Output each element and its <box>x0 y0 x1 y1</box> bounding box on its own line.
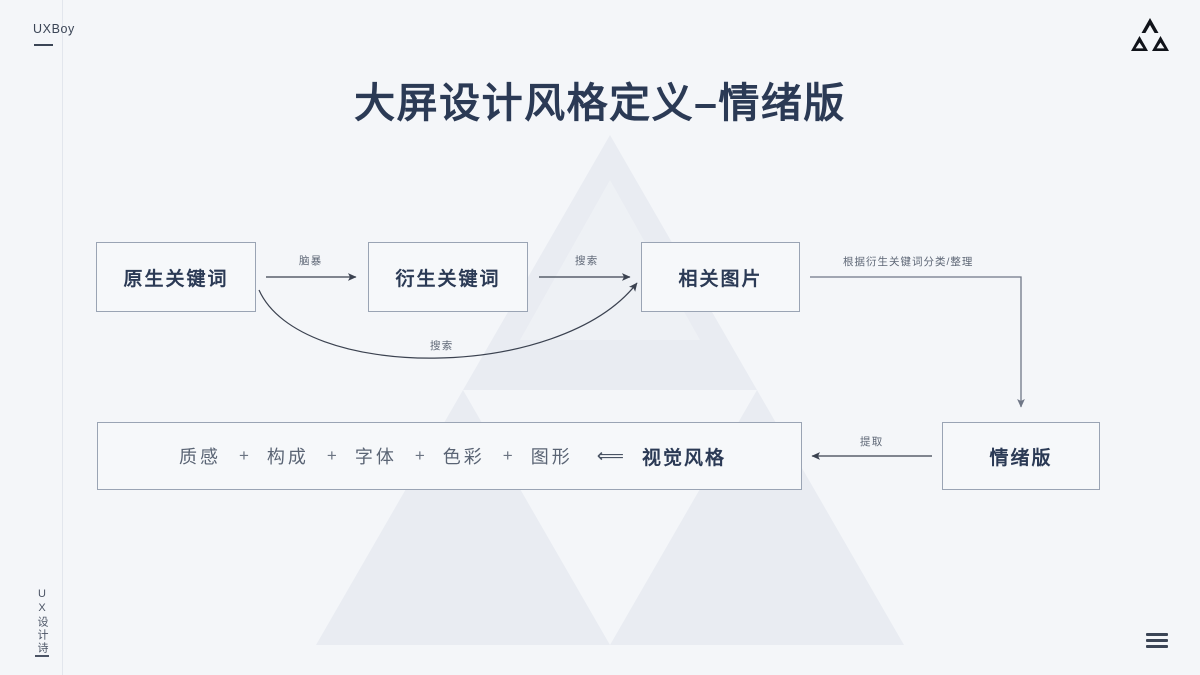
style-result-visual-style: 视觉风格 <box>641 447 726 469</box>
hamburger-line <box>1146 633 1168 636</box>
plus-sign: + <box>414 446 425 465</box>
plus-sign: + <box>502 446 513 465</box>
page-title: 大屏设计风格定义–情绪版 <box>354 80 846 126</box>
style-term-color: 色彩 <box>442 447 485 467</box>
double-arrow-left-icon: ⟸ <box>596 445 624 467</box>
hamburger-line <box>1146 645 1168 648</box>
brand-underline <box>34 44 53 46</box>
flow-node-mood-board[interactable]: 情绪版 <box>942 422 1100 490</box>
flow-node-derived-keywords[interactable]: 衍生关键词 <box>368 242 528 312</box>
hamburger-line <box>1146 639 1168 642</box>
triangle-logo-icon <box>1131 18 1169 51</box>
plus-sign: + <box>326 446 337 465</box>
flow-node-related-images[interactable]: 相关图片 <box>641 242 800 312</box>
edge-label-search-derived: 搜索 <box>575 255 599 267</box>
edge-label-search-direct: 搜索 <box>430 340 454 352</box>
left-edge-divider <box>62 0 63 675</box>
hamburger-menu-icon[interactable] <box>1146 633 1168 648</box>
edge-label-brainstorm: 脑暴 <box>299 255 323 267</box>
style-term-typeface: 字体 <box>354 447 397 467</box>
edge-label-classify-organize: 根据衍生关键词分类/整理 <box>843 256 974 268</box>
edge-label-extract: 提取 <box>860 436 884 448</box>
footer-underline <box>35 655 49 657</box>
visual-style-formula-bar[interactable]: 质感 + 构成 + 字体 + 色彩 + 图形 ⟸ 视觉风格 <box>97 422 802 490</box>
style-term-composition: 构成 <box>266 447 309 467</box>
flow-node-original-keywords[interactable]: 原生关键词 <box>96 242 256 312</box>
style-term-graphic: 图形 <box>530 447 573 467</box>
brand-name: UXBoy <box>33 22 75 36</box>
style-term-texture: 质感 <box>178 447 221 467</box>
plus-sign: + <box>238 446 249 465</box>
footer-vertical-text: UX设计诗 <box>36 588 48 655</box>
